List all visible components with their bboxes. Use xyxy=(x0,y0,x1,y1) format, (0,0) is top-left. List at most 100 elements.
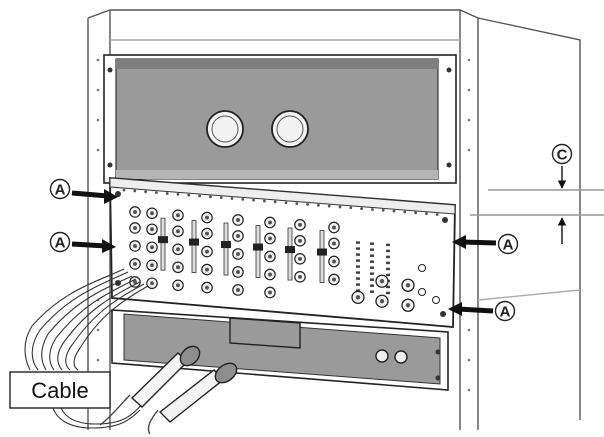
mixer-fader-cap xyxy=(253,243,263,251)
mixer-knob-cap xyxy=(268,272,272,277)
mixer-jack xyxy=(418,288,426,296)
mixer-knob-cap xyxy=(332,241,336,246)
mixer-indicator xyxy=(187,193,191,197)
mixer-indicator xyxy=(414,211,417,215)
mixer-knob-cap xyxy=(205,267,209,272)
mixer-knob-cap xyxy=(205,249,209,254)
mixer-meter-led xyxy=(356,289,360,292)
amplifier-unit xyxy=(103,54,457,184)
mixer-meter-led xyxy=(356,277,360,280)
mixer-knob-cap xyxy=(298,222,302,227)
mixer-indicator xyxy=(349,206,353,210)
mixer-meter-led xyxy=(370,266,374,269)
mixer-knob-cap xyxy=(133,225,137,230)
mixer-meter-led xyxy=(386,273,390,277)
mixer-master-knob-cap xyxy=(379,279,385,284)
mixer-meter-led xyxy=(386,267,390,271)
mixer-indicator xyxy=(273,200,277,204)
mixer-fader-slot xyxy=(319,230,325,283)
mixer-knob-cap xyxy=(236,287,240,292)
microphone-1 xyxy=(99,345,201,426)
mixer-knob-cap xyxy=(176,229,180,234)
mixer-indicator xyxy=(371,208,374,211)
mixer-knob-cap xyxy=(133,261,137,266)
mixer-fader-slot xyxy=(223,222,229,276)
mixer-knob-cap xyxy=(205,231,209,236)
mixer-indicator xyxy=(198,194,202,198)
mixer-knob-cap xyxy=(268,236,272,241)
mixer-knob-cap xyxy=(176,247,180,252)
mixer-knob-cap xyxy=(176,213,180,218)
mixer-indicator xyxy=(155,191,158,195)
mixer-indicator xyxy=(381,208,385,212)
mixer-knob-cap xyxy=(298,274,302,279)
mixer-indicator xyxy=(306,203,309,206)
mixer-indicator xyxy=(360,207,363,211)
mixer-fader-cap xyxy=(285,246,295,254)
mixer-knob-cap xyxy=(268,254,272,259)
mixer-indicator xyxy=(209,195,212,199)
mixer-fader-cap xyxy=(317,248,327,256)
mixer-knob-cap xyxy=(205,215,209,220)
mixer-master-knob-cap xyxy=(405,283,411,288)
mixer-knob-cap xyxy=(133,279,137,284)
mixer-meter-led xyxy=(356,253,360,256)
mixer-indicator xyxy=(252,198,256,202)
mixer-meter-led xyxy=(370,272,374,275)
callout-c-letter: C xyxy=(557,147,568,164)
mixer-indicator xyxy=(219,196,223,200)
mixer-knob-cap xyxy=(236,251,240,256)
mixer-indicator xyxy=(327,204,331,208)
callout-a-right-lower: A xyxy=(448,300,516,322)
mixer-indicator xyxy=(403,210,407,214)
mixer-indicator xyxy=(133,189,137,193)
mixer-jack xyxy=(432,296,440,304)
mixer-meter-led xyxy=(356,241,360,244)
mixer-fader-cap xyxy=(158,236,168,244)
mixer-meter-led xyxy=(356,259,360,262)
cable-label-text: Cable xyxy=(31,378,88,403)
mixer-master-knob-cap xyxy=(355,295,361,300)
mixer-meter-led xyxy=(386,249,390,253)
mixer-master-knob-cap xyxy=(379,299,385,304)
mixer-meter-led xyxy=(356,271,360,274)
cable-label: Cable xyxy=(9,371,111,409)
mixer-indicator xyxy=(425,212,428,216)
amplifier-knob-right xyxy=(271,110,309,148)
callout-a-letter: A xyxy=(55,182,66,199)
mixer-indicator xyxy=(392,209,396,213)
mixer-knob-cap xyxy=(298,256,302,261)
mixer-knob-cap xyxy=(236,233,240,238)
mixer-knob-cap xyxy=(268,290,272,295)
mixer-knob-cap xyxy=(133,243,137,248)
mixer-meter-led xyxy=(370,278,374,281)
mixer-indicator xyxy=(284,201,288,205)
mixer-indicator xyxy=(295,202,299,205)
mixer-knob-cap xyxy=(332,259,336,264)
cable-bundle xyxy=(24,268,149,429)
mixer-fader-slot xyxy=(160,217,166,271)
mixer-indicator xyxy=(435,213,439,216)
mixer-indicator xyxy=(317,203,320,207)
mixer-meter-led xyxy=(370,248,374,251)
mixer-meter-led xyxy=(370,260,374,263)
microphone-2 xyxy=(147,362,238,435)
callout-c-gap: C xyxy=(551,143,573,244)
mixer-meter-led xyxy=(370,254,374,257)
callout-a-mid-left: A xyxy=(49,231,116,253)
mixer-meter-led xyxy=(386,261,390,265)
mixer-knob-cap xyxy=(236,217,240,222)
mixer-fader-slot xyxy=(287,227,293,281)
mixer-fader-cap xyxy=(189,238,199,246)
mixer-meter-led xyxy=(386,285,390,289)
mixer-meter-led xyxy=(356,247,360,250)
mixer-meter-led xyxy=(356,283,360,286)
callout-a-right-upper: A xyxy=(452,233,519,255)
mixer-indicator xyxy=(122,188,126,192)
callout-a-letter: A xyxy=(55,235,66,252)
mixer-indicator xyxy=(263,199,266,203)
mixer-knob-cap xyxy=(332,277,336,282)
mixer-meter-led xyxy=(386,255,390,259)
mixer-meter-led xyxy=(370,290,374,293)
mixer-knob-cap xyxy=(133,209,137,214)
